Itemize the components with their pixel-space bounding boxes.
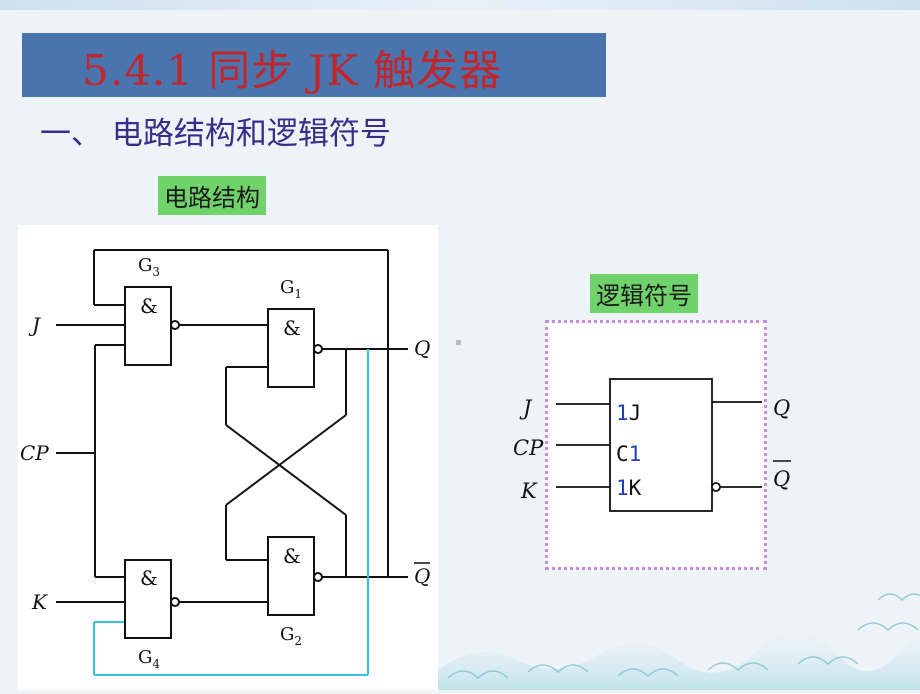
gate-g4-symbol: & <box>140 566 158 590</box>
gate-g3-label: G3 <box>138 255 160 279</box>
pin-c1-number: 1 <box>629 442 642 466</box>
gate-g2-symbol: & <box>283 544 301 568</box>
gate-g2 <box>267 536 315 616</box>
symbol-input-k: K <box>520 479 538 503</box>
wave-decoration <box>438 593 920 690</box>
gate-g2-label: G2 <box>280 624 302 648</box>
gate-g1-label: G1 <box>280 277 302 301</box>
circuit-label: 电路结构 <box>158 176 266 215</box>
top-decor-band <box>0 0 920 10</box>
divider-dot <box>456 340 461 345</box>
pin-1k-number: 1 <box>616 476 629 500</box>
slide-title: 5.4.1 同步 JK 触发器 <box>82 46 503 95</box>
gate-g1 <box>267 308 315 388</box>
gate-g3 <box>124 286 172 366</box>
gate-g4 <box>124 559 172 639</box>
inverter-bubble <box>313 572 323 582</box>
inverter-bubble <box>313 344 323 354</box>
output-qbar-label: Q <box>414 564 430 588</box>
gate-g3-symbol: & <box>140 294 158 318</box>
section-heading: 一、 电路结构和逻辑符号 <box>40 116 391 152</box>
pin-c1-letter: C <box>616 442 629 466</box>
circuit-diagram: & & & & G3 G1 G4 G2 J CP K Q Q <box>18 225 438 690</box>
symbol-output-q: Q <box>773 396 790 420</box>
symbol-input-j: J <box>519 396 533 420</box>
inverter-bubble <box>170 320 180 330</box>
pin-1j-letter: J <box>629 401 642 425</box>
symbol-input-cp: CP <box>513 436 544 460</box>
gate-g4-label: G4 <box>138 647 160 671</box>
logic-symbol-svg: 1J C1 1K <box>552 371 762 519</box>
symbol-output-qbar: Q <box>773 467 790 491</box>
pin-1k-letter: K <box>629 476 642 500</box>
svg-text:C1: C1 <box>616 442 641 466</box>
inverter-bubble <box>170 597 180 607</box>
svg-text:1J: 1J <box>616 401 641 425</box>
input-k-label: K <box>31 590 48 614</box>
logic-symbol-labels: J CP K Q Q <box>513 396 791 503</box>
symbol-label: 逻辑符号 <box>590 274 698 313</box>
logic-symbol-frame: 1J C1 1K <box>545 320 767 570</box>
output-q-label: Q <box>414 336 430 360</box>
gate-g1-symbol: & <box>283 316 301 340</box>
title-bar: 5.4.1 同步 JK 触发器 <box>22 33 606 97</box>
circuit-svg: & & & & G3 G1 G4 G2 J CP K Q Q <box>20 249 430 676</box>
pin-1j-number: 1 <box>616 401 629 425</box>
svg-text:1K: 1K <box>616 476 642 500</box>
input-j-label: J <box>28 313 41 337</box>
input-cp-label: CP <box>20 441 49 465</box>
